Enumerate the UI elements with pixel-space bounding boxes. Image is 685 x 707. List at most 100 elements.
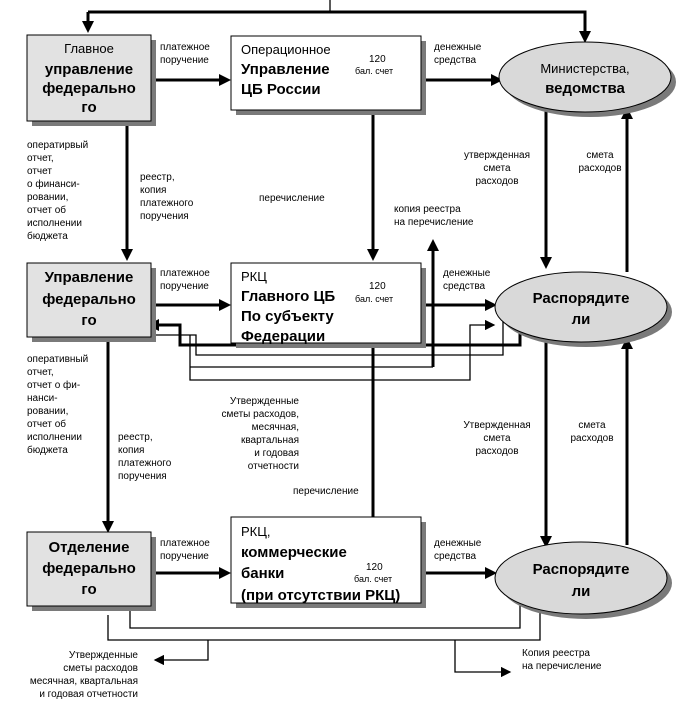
label-otchet2: оперативный отчет, отчет о фи- нанси- ро… <box>27 354 88 456</box>
label-ds3-line-0: денежные <box>434 538 482 549</box>
label-ds2-line-1: средства <box>443 281 486 292</box>
label-utvmid-line-5: отчетности <box>248 461 299 472</box>
box-ou-note-text: бал. счет <box>355 66 393 76</box>
label-perechislenie2: перечисление <box>293 486 359 497</box>
box-of-line-0: Отделение <box>49 539 130 556</box>
label-kopiya2-line-1: на перечисление <box>522 661 602 672</box>
box-ou-line-2: ЦБ России <box>241 81 321 98</box>
label-utvbot-line-0: Утвержденные <box>69 650 139 661</box>
label-perechislenie1: перечисление <box>259 193 325 204</box>
label-reestr1-line-1: копия <box>140 185 166 196</box>
label-kopiya1-line-0: копия реестра <box>394 204 461 215</box>
label-utvbot-line-2: месячная, квартальная <box>30 676 138 687</box>
label-utvsmeta1-line-2: расходов <box>475 176 518 187</box>
ellipse-rasporyaditeli-2: Распорядите ли <box>494 541 672 619</box>
label-utvsmeta2-line-2: расходов <box>475 446 518 457</box>
label-reestr2-line-1: копия <box>118 445 144 456</box>
ellipse-rasp2-line-1: ли <box>572 583 591 600</box>
label-smeta2: смета расходов <box>570 420 613 444</box>
box-otdelenie-federalnogo: Отделение федерально го <box>26 531 156 611</box>
label-smeta2-line-0: смета <box>578 420 606 431</box>
box-rkc1-note-num: 120 <box>369 281 386 292</box>
label-otchet1-line-0: оператирвый <box>27 140 88 151</box>
label-utv-smeta1: утвержденная смета расходов <box>464 150 530 187</box>
label-pp2-line-0: платежное <box>160 268 210 279</box>
label-pp2: платежное поручение <box>160 268 210 292</box>
label-otchet1-line-6: исполнении <box>27 218 82 229</box>
ellipse-rasporyaditeli-1: Распорядите ли <box>494 271 672 347</box>
box-rkc2-line-3: (при отсутствии РКЦ) <box>241 587 400 604</box>
label-utvmid-line-3: квартальная <box>241 435 299 446</box>
box-rkc1-line-1: Главного ЦБ <box>241 288 335 305</box>
label-utvmid-line-1: сметы расходов, <box>222 409 300 420</box>
label-otchet1-line-3: о финанси- <box>27 178 80 190</box>
box-rkc1-line-0: РКЦ <box>241 269 267 284</box>
ellipse-min-line-0: Министерства, <box>540 61 629 76</box>
label-pp1-line-0: платежное <box>160 42 210 53</box>
label-reestr1-line-0: реестр, <box>140 172 175 183</box>
box-glavnoe-upravlenie: Главное управление федерально го <box>26 34 156 126</box>
label-utv-smeta2: Утвержденная смета расходов <box>463 420 530 457</box>
label-ds3: денежные средства <box>434 538 482 562</box>
box-rkc-glavnogo-cb: РКЦ Главного ЦБ По субъекту Федерации 12… <box>230 262 426 348</box>
label-pp3-line-1: поручение <box>160 551 209 562</box>
box-uf-line-2: го <box>81 312 96 329</box>
label-kopiya-reestra1: копия реестра на перечисление <box>394 204 474 228</box>
ellipse-ministerstva: Министерства, ведомства <box>498 41 676 117</box>
label-kopiya1-line-1: на перечисление <box>394 217 474 228</box>
label-utvmid-line-0: Утвержденные <box>230 396 300 407</box>
label-ds1: денежные средства <box>434 42 482 66</box>
label-otchet2-line-4: ровании, <box>27 406 68 417</box>
label-utvbot-line-3: и годовая отчетности <box>39 689 138 700</box>
label-smeta2-line-1: расходов <box>570 433 613 444</box>
box-rkc1-line-2: По субъекту <box>241 308 334 325</box>
label-otchet2-line-5: отчет об <box>27 418 66 430</box>
label-ds2-line-0: денежные <box>443 268 491 279</box>
label-reestr2: реестр, копия платежного поручения <box>118 432 172 482</box>
box-ou-line-1: Управление <box>241 61 330 78</box>
label-otchet2-line-7: бюджета <box>27 444 68 456</box>
box-ou-note-num: 120 <box>369 54 386 65</box>
label-otchet1-line-7: бюджета <box>27 230 68 242</box>
label-smeta1-line-1: расходов <box>578 163 621 174</box>
label-reestr2-line-0: реестр, <box>118 432 153 443</box>
label-otchet1-line-1: отчет, <box>27 153 54 164</box>
box-of-line-1: федерально <box>42 560 136 577</box>
box-gu-line-0: Главное <box>64 41 114 56</box>
label-utvsmeta2-line-0: Утвержденная <box>463 420 530 431</box>
box-gu-line-1: управление <box>45 61 133 78</box>
label-utvbot-line-1: сметы расходов <box>63 663 138 674</box>
label-otchet2-line-0: оперативный <box>27 354 88 365</box>
box-upravlenie-federalnogo: Управление федерально го <box>26 262 156 342</box>
label-utv-smety-bottom: Утвержденные сметы расходов месячная, кв… <box>30 650 139 700</box>
label-utvsmeta2-line-1: смета <box>483 433 511 444</box>
label-otchet1: оператирвый отчет, отчет о финанси- рова… <box>27 140 88 242</box>
box-rkc2-line-2: банки <box>241 565 284 582</box>
box-rkc2-line-1: коммерческие <box>241 544 347 561</box>
label-reestr2-line-3: поручения <box>118 471 167 482</box>
label-pp1-line-1: поручение <box>160 55 209 66</box>
ellipse-rasp1-line-1: ли <box>572 311 591 328</box>
ellipse-rasp1-line-0: Распорядите <box>533 290 630 307</box>
label-otchet2-line-2: отчет о фи- <box>27 379 80 391</box>
ellipse-rasp2-line-0: Распорядите <box>533 561 630 578</box>
box-rkc2-note-num: 120 <box>366 562 383 573</box>
label-otchet1-line-5: отчет об <box>27 204 66 216</box>
box-uf-line-0: Управление <box>45 269 134 286</box>
box-rkc1-note-text: бал. счет <box>355 294 393 304</box>
label-otchet2-line-1: отчет, <box>27 367 54 378</box>
label-utv-smety-mid: Утвержденные сметы расходов, месячная, к… <box>222 396 300 472</box>
box-gu-line-2: федерально <box>42 80 136 97</box>
label-ds1-line-1: средства <box>434 55 477 66</box>
box-ou-line-0: Операционное <box>241 42 331 57</box>
label-kopiya-reestra2: Копия реестра на перечисление <box>522 648 602 672</box>
box-of-line-2: го <box>81 581 96 598</box>
label-kopiya2-line-0: Копия реестра <box>522 648 590 659</box>
label-otchet2-line-6: исполнении <box>27 432 82 443</box>
label-smeta1: смета расходов <box>578 150 621 174</box>
box-rkc-kommercheskie-banki: РКЦ, коммерческие банки (при отсутствии … <box>230 516 426 608</box>
box-gu-line-3: го <box>81 99 96 116</box>
label-reestr1: реестр, копия платежного поручения <box>140 172 194 222</box>
label-pp1: платежное поручение <box>160 42 210 66</box>
